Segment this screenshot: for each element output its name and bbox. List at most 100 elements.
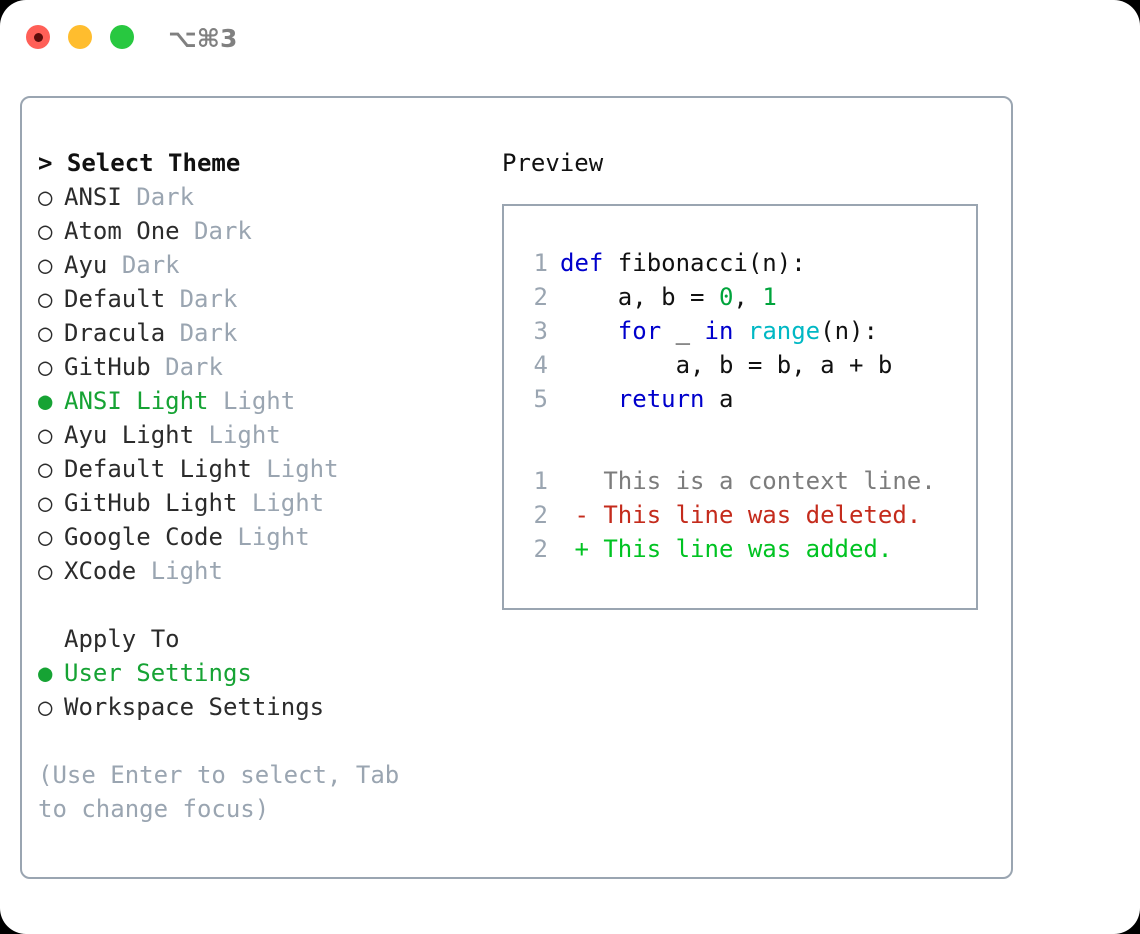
line-number: 3 (533, 317, 548, 345)
keyboard-shortcut-label: ⌥⌘3 (168, 24, 238, 53)
minimize-button[interactable] (68, 25, 92, 49)
theme-option[interactable]: ○ Ayu Dark (38, 248, 478, 282)
line-number: 1 (533, 249, 548, 277)
theme-option-label: XCode (64, 557, 137, 585)
code-token: a, b = (560, 283, 719, 311)
title-bar: ⌥⌘3 (0, 0, 1140, 78)
theme-variant-tag: Light (208, 421, 281, 449)
code-sample: 1 def fibonacci(n): 2 a, b = 0, 1 3 for _ i… (522, 246, 976, 416)
apply-to-option-label: Workspace Settings (64, 693, 325, 721)
code-token: in (704, 317, 734, 345)
theme-variant-tag: Light (266, 455, 339, 483)
theme-variant-tag: Light (222, 387, 296, 415)
theme-option[interactable]: ○ XCode Light (38, 554, 478, 588)
zoom-button[interactable] (110, 25, 134, 49)
apply-to-list: ●User Settings○Workspace Settings (38, 656, 478, 724)
line-number: 2 (533, 535, 548, 563)
code-line: 4 a, b = b, a + b (522, 348, 976, 382)
theme-option-label: Dracula (64, 319, 166, 347)
code-token: a (704, 385, 734, 413)
theme-option-label: GitHub (64, 353, 151, 381)
theme-option-label: Default Light (64, 455, 252, 483)
theme-option-label: Google Code (64, 523, 223, 551)
code-token: (n): (820, 317, 878, 345)
theme-variant-tag: Light (237, 523, 310, 551)
theme-variant-tag: Light (150, 557, 223, 585)
radio-unselected-icon: ○ (38, 285, 53, 313)
theme-option-label: Ayu (64, 251, 108, 279)
line-number: 5 (533, 385, 548, 413)
theme-option[interactable]: ○ ANSI Dark (38, 180, 478, 214)
code-token: range (747, 317, 821, 345)
code-token (733, 317, 747, 345)
code-token: fibonacci (617, 249, 748, 277)
diff-line: 1 This is a context line. (522, 464, 976, 498)
theme-variant-tag: Dark (194, 217, 252, 245)
theme-option[interactable]: ○GitHub Dark (38, 350, 478, 384)
radio-unselected-icon: ○ (38, 455, 53, 483)
theme-option[interactable]: ○Dracula Dark (38, 316, 478, 350)
code-line: 3 for _ in range(n): (522, 314, 976, 348)
diff-line: 2 + This line was added. (522, 532, 976, 566)
theme-variant-tag: Dark (136, 183, 195, 211)
line-number: 2 (533, 501, 548, 529)
theme-option[interactable]: ○ Ayu Light Light (38, 418, 478, 452)
code-token: a, b = b, a + b (560, 351, 893, 379)
theme-option[interactable]: ○ Default Light Light (38, 452, 478, 486)
theme-option-label: GitHub Light (64, 489, 238, 517)
code-token: 0 (718, 283, 734, 311)
theme-variant-tag: Light (251, 489, 325, 517)
radio-unselected-icon: ○ (38, 489, 53, 517)
line-number: 2 (533, 283, 548, 311)
preview-title: Preview (502, 149, 604, 177)
code-diff-gap (522, 416, 976, 464)
theme-option-label: Default (64, 285, 166, 313)
radio-unselected-icon: ○ (38, 421, 53, 449)
theme-option[interactable]: ● ANSI Light Light (38, 384, 478, 418)
diff-line-text: - This line was deleted. (560, 501, 922, 529)
apply-to-option[interactable]: ●User Settings (38, 656, 478, 690)
radio-unselected-icon: ○ (38, 251, 53, 279)
theme-list: ○ANSI Dark○Atom One Dark○Ayu Dark○Defaul… (38, 180, 478, 588)
select-theme-heading-text: Select Theme (66, 149, 241, 177)
theme-option[interactable]: ○ Google Code Light (38, 520, 478, 554)
code-token: (n): (747, 249, 806, 277)
theme-variant-tag: Dark (121, 251, 180, 279)
apply-to-option[interactable]: ○Workspace Settings (38, 690, 478, 724)
code-token: , (733, 283, 763, 311)
hint-spacer (38, 724, 478, 758)
theme-variant-tag: Dark (179, 319, 238, 347)
theme-variant-tag: Dark (179, 285, 238, 313)
apply-to-option-label: User Settings (64, 659, 252, 687)
diff-line: 2 - This line was deleted. (522, 498, 976, 532)
diff-line-text: This is a context line. (560, 467, 936, 495)
theme-option-label: Ayu Light (64, 421, 195, 449)
select-theme-heading: > Select Theme (38, 146, 478, 180)
keyboard-hint: (Use Enter to select, Tab to change focu… (38, 761, 400, 823)
theme-option[interactable]: ○Atom One Dark (38, 214, 478, 248)
code-line: 1 def fibonacci(n): (522, 246, 976, 280)
prompt-caret-icon: > (38, 149, 67, 177)
theme-selector-column: > Select Theme ○ANSI Dark○Atom One Dark○… (38, 146, 478, 826)
theme-option-label: ANSI (64, 183, 122, 211)
code-token: _ (661, 317, 705, 345)
close-button[interactable] (26, 25, 50, 49)
code-line: 5 return a (522, 382, 976, 416)
radio-unselected-icon: ○ (38, 557, 53, 585)
radio-selected-icon: ● (38, 387, 53, 415)
radio-unselected-icon: ○ (38, 523, 53, 551)
theme-option[interactable]: ○ GitHub Light Light (38, 486, 478, 520)
diff-sample: 1 This is a context line.2 - This line w… (522, 464, 976, 566)
theme-option[interactable]: ○ Default Dark (38, 282, 478, 316)
line-number: 1 (533, 467, 548, 495)
code-token: def (560, 249, 618, 277)
code-token (560, 317, 618, 345)
terminal-pane: > Select Theme ○ANSI Dark○Atom One Dark○… (20, 96, 1013, 879)
theme-variant-tag: Dark (165, 353, 223, 381)
code-token: for (617, 317, 662, 345)
theme-option-label: ANSI Light (64, 387, 209, 415)
radio-unselected-icon: ○ (38, 183, 53, 211)
